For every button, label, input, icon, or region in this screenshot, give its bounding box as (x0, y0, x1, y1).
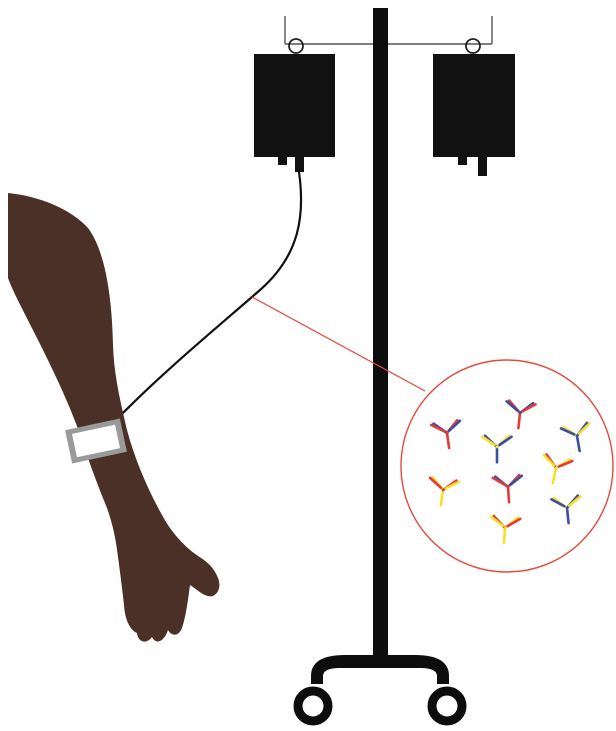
callout-line (252, 297, 425, 391)
human-arm (8, 193, 219, 642)
pole-shaft (373, 8, 388, 663)
hook-ring-right (466, 39, 480, 53)
iv-tube (118, 172, 301, 418)
antibody-stem (518, 413, 520, 428)
caster-wheel-left (298, 691, 328, 721)
bag-port-right (295, 155, 304, 172)
pole-base (311, 655, 449, 684)
iv-pole-hanger (285, 16, 492, 53)
antibody-stem (567, 508, 569, 523)
caster-wheel-right (432, 691, 462, 721)
iv-bag-left (254, 54, 335, 172)
magnified-view-circle (401, 360, 613, 572)
antibody-stem (508, 487, 509, 502)
infusion-bag-icon (254, 54, 335, 157)
iv-bag-right (433, 54, 515, 176)
bag-port-left (458, 155, 467, 165)
hook-ring-left (289, 39, 303, 53)
antibody-stem (504, 528, 505, 543)
arm-icon (8, 193, 219, 642)
infusion-bag-icon (433, 54, 515, 157)
bag-port-right (478, 155, 487, 176)
bag-port-left (278, 155, 287, 165)
